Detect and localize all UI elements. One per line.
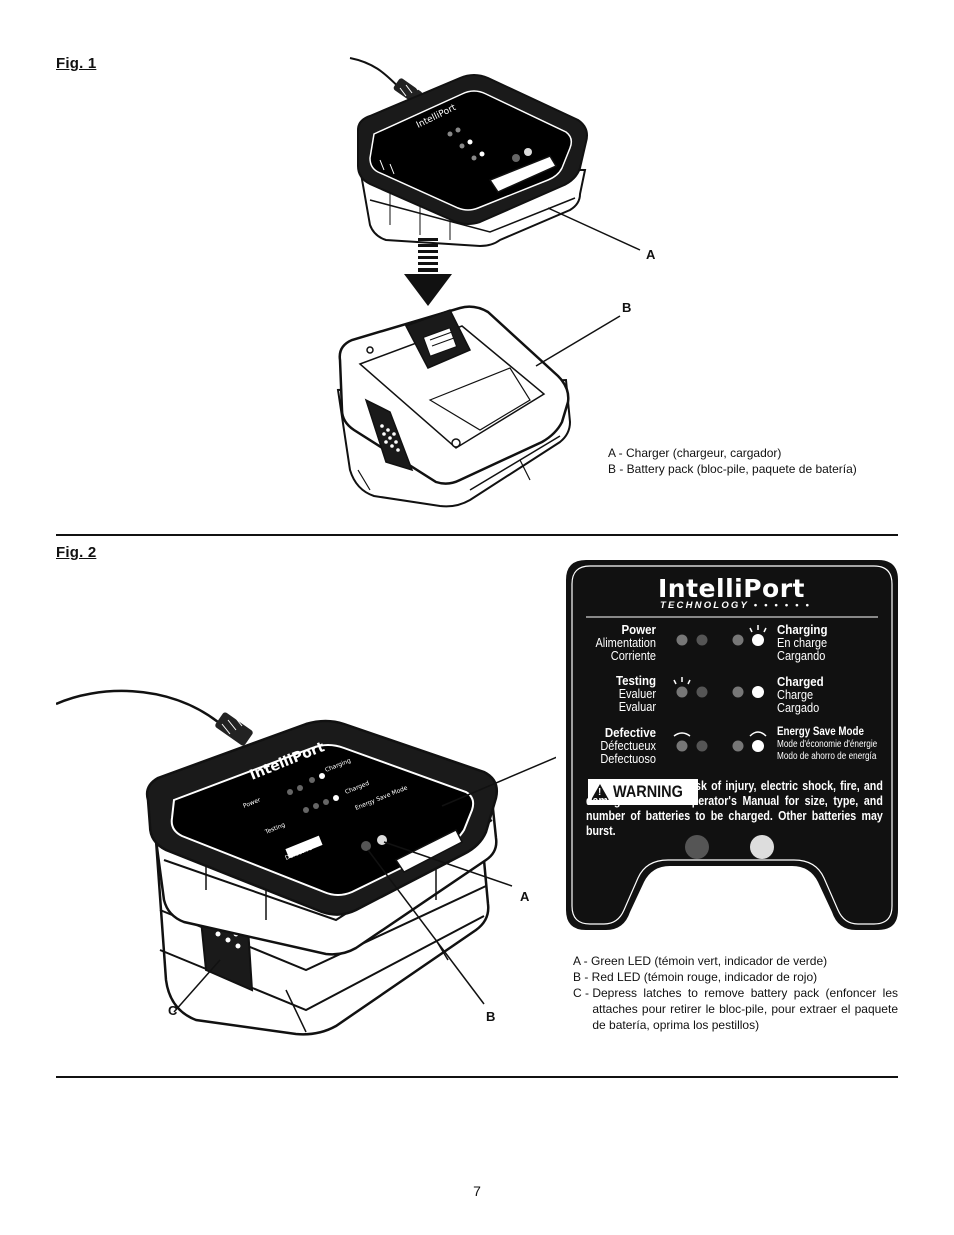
fig2-legend: A - Green LED (témoin vert, indicador de… (573, 953, 898, 1033)
led-defective-2 (696, 740, 708, 752)
fig1-title: Fig. 1 (56, 55, 97, 72)
cord-plug-icon (215, 711, 253, 746)
legend-item: B - Red LED (témoin rouge, indicador de … (573, 970, 818, 984)
led-energy-1 (732, 740, 744, 752)
panel-shape (566, 560, 898, 930)
fig2-callout-b: B (486, 1009, 496, 1024)
led-charged-1 (732, 686, 744, 698)
led-energy-2 (752, 740, 764, 752)
charger-icon: IntelliPort (357, 74, 588, 248)
led-power-2 (696, 634, 708, 646)
divider (56, 1076, 898, 1078)
led-charging-1 (732, 634, 744, 646)
page-number: 7 (473, 1183, 481, 1199)
label-power: Power Alimentation Corriente (595, 623, 656, 663)
fig2-callout-a: A (520, 889, 530, 904)
led-testing-2 (696, 686, 708, 698)
label-testing: Testing Evaluer Evaluar (615, 674, 656, 714)
legend-item: B - Battery pack (bloc-pile, paquete de … (608, 462, 857, 476)
warning-triangle-icon: ! (591, 784, 609, 800)
fig2-callout-c: C (168, 1003, 178, 1018)
brand-logo: IntelliPort (658, 574, 805, 603)
led-testing-1 (676, 686, 688, 698)
fig2-illustration: IntelliPort Power Testing Defective Char… (56, 689, 556, 1036)
led-charged-2 (752, 686, 764, 698)
fig1-callout-a: A (646, 247, 656, 262)
fig1-illustration: IntelliPort (336, 57, 641, 508)
label-charging: Charging En charge Cargando (777, 623, 828, 663)
legend-item: C - Depress latches to remove battery pa… (573, 986, 898, 1032)
charger-icon: IntelliPort Power Testing Defective Char… (145, 719, 498, 956)
label-energy-save: Energy Save Mode Mode d'économie d'énerg… (777, 726, 878, 762)
insert-arrow-icon (404, 238, 452, 306)
divider (56, 534, 898, 536)
fig2-title: Fig. 2 (56, 544, 97, 561)
label-defective: Defective Défectueux Defectuoso (600, 726, 656, 766)
label-charged: Charged Charge Cargado (777, 675, 824, 715)
big-led-red (685, 835, 709, 859)
legend-item: A - Charger (chargeur, cargador) (608, 446, 782, 460)
legend-item: A - Green LED (témoin vert, indicador de… (573, 954, 828, 968)
led-defective-1 (676, 740, 688, 752)
fig1-callout-b: B (622, 300, 632, 315)
led-charging-2 (752, 634, 764, 646)
big-led-green (750, 835, 774, 859)
fig1-legend: A - Charger (chargeur, cargador) B - Bat… (608, 445, 898, 477)
warning-label: ! WARNING (586, 777, 701, 807)
charger-control-panel: IntelliPort TECHNOLOGY • • • • • • Power… (566, 560, 898, 930)
led-power-1 (676, 634, 688, 646)
brand-subtitle: TECHNOLOGY • • • • • • (660, 600, 812, 611)
warning-text: Risk of injury, electric shock, fire, an… (586, 778, 883, 838)
battery-pack-icon (336, 305, 572, 508)
